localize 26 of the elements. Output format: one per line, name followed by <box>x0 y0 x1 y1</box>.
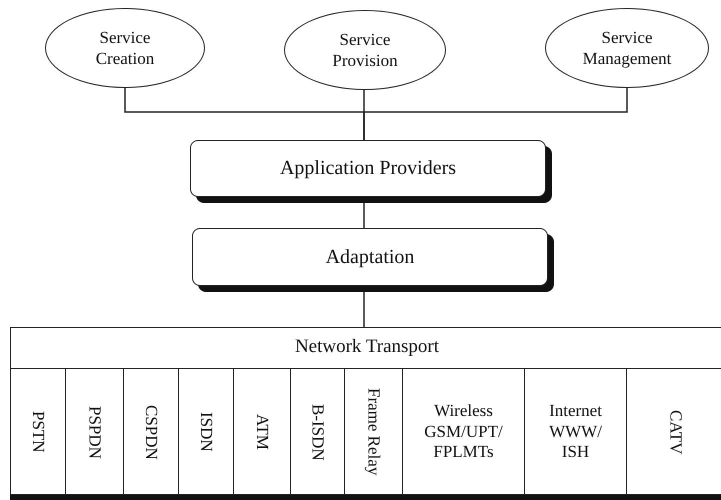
network-cell <box>345 368 403 495</box>
panel-heading: Network Transport <box>294 336 440 358</box>
node-label: Service Provision <box>331 28 399 72</box>
node-label: ISDN <box>196 412 216 452</box>
network-cell <box>525 368 627 495</box>
node-label: ATM <box>252 414 272 450</box>
network-cell <box>11 368 66 495</box>
network-cell <box>179 368 234 495</box>
node-label: Wireless GSM/UPT/ FPLMTs <box>423 401 504 463</box>
network-cell <box>124 368 179 495</box>
node-label: Service Management <box>582 26 672 70</box>
node-label: CSPDN <box>141 404 162 460</box>
node-label: PSPDN <box>84 406 105 458</box>
network-cell <box>291 368 345 495</box>
node-label: Frame Relay <box>364 388 384 476</box>
connector-line <box>363 88 628 140</box>
node-label: PSTN <box>28 411 48 453</box>
network-cell <box>403 368 525 495</box>
node-label: Application Providers <box>280 157 456 180</box>
node-label: Adaptation <box>326 246 414 268</box>
node-label: B-ISDN <box>308 404 328 460</box>
node-label: Internet WWW/ ISH <box>548 401 603 463</box>
network-cell <box>234 368 291 495</box>
node-label: CATV <box>666 410 686 454</box>
node-label: Service Creation <box>94 26 156 70</box>
network-cell <box>66 368 124 495</box>
